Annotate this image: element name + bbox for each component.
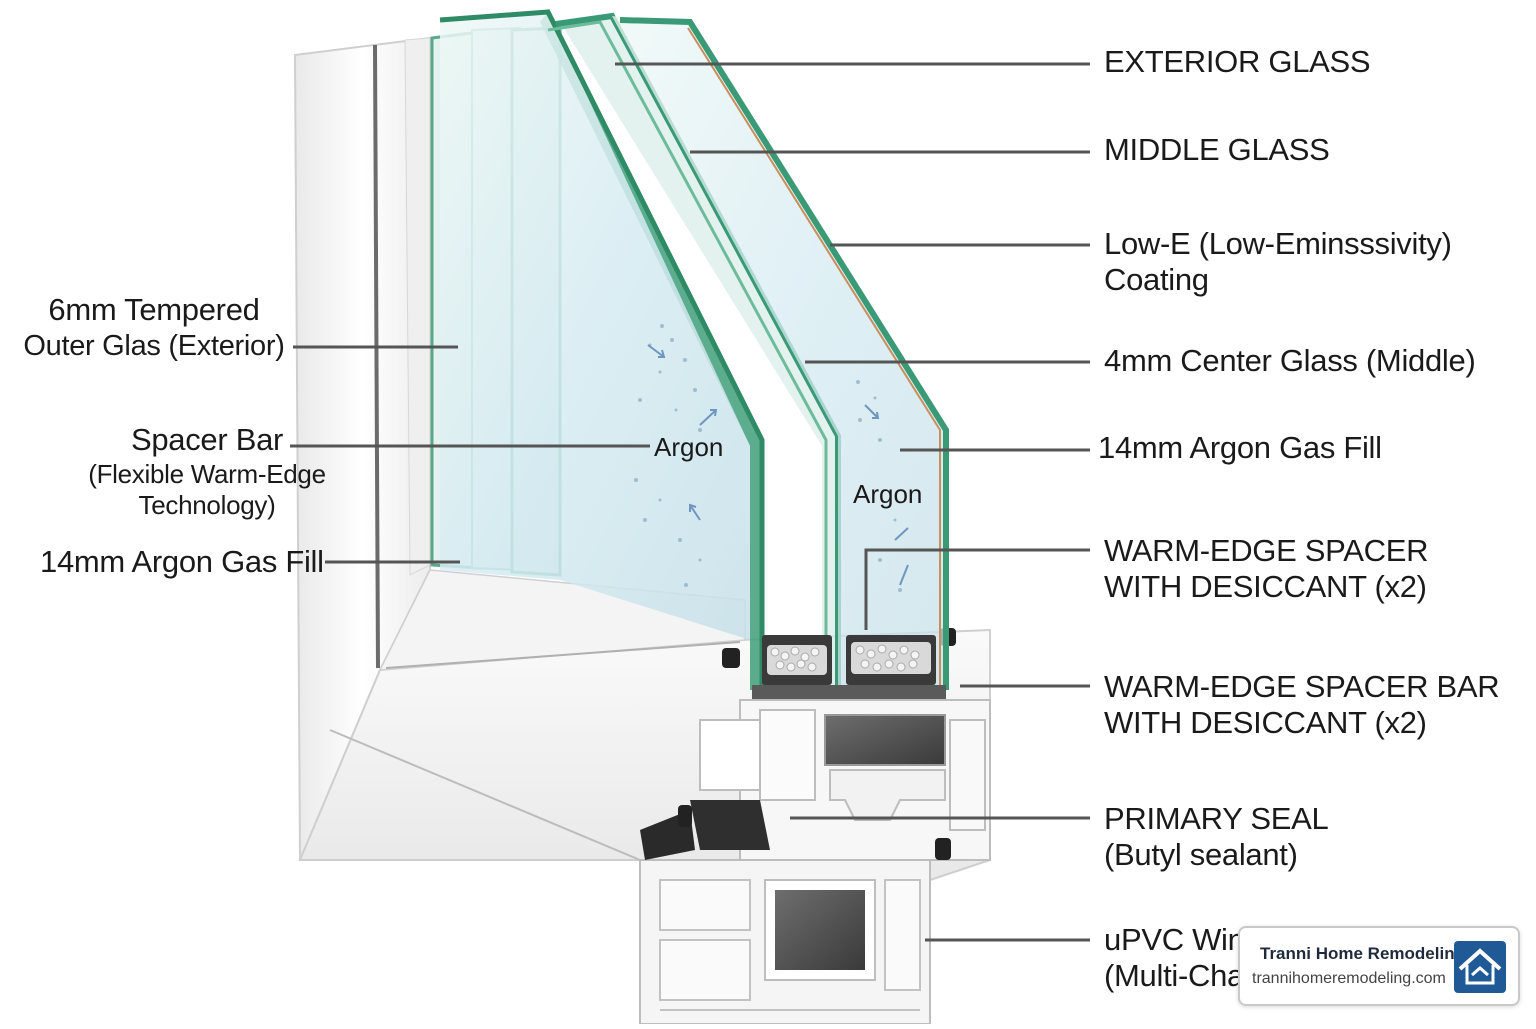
multi-chamber-profile (639, 628, 991, 1025)
label-center-glass: 4mm Center Glass (Middle) (1104, 343, 1476, 378)
label-argon-fill-left: 14mm Argon Gas Fill (40, 544, 324, 579)
label-argon-fill-right: 14mm Argon Gas Fill (1098, 430, 1382, 465)
label-upvc-frame: uPVC Win (Multi-Cha (1104, 922, 1245, 993)
brand-badge: Tranni Home Remodeling trannihomeremodel… (1238, 926, 1520, 1006)
label-spacer-bar: Spacer Bar (Flexible Warm-Edge Technolog… (88, 422, 326, 520)
inner-glass-pane (612, 16, 949, 690)
brand-url: trannihomeremodeling.com (1252, 970, 1446, 987)
leader-lines (290, 62, 1090, 942)
label-exterior-glass: EXTERIOR GLASS (1104, 44, 1371, 79)
label-middle-glass: MIDDLE GLASS (1104, 132, 1330, 167)
label-low-e-coating: Low-E (Low-Eminsssivity) Coating (1104, 226, 1452, 297)
argon-label-inner: Argon (853, 479, 923, 509)
argon-bubbles (634, 324, 902, 592)
label-warm-edge-spacer-bar: WARM-EDGE SPACER BAR WITH DESICCANT (x2) (1104, 669, 1500, 740)
desiccant-spacers (752, 635, 946, 699)
gas-flow-arrows (647, 344, 909, 586)
brand-name: Tranni Home Remodeling (1260, 944, 1465, 963)
label-primary-seal: PRIMARY SEAL (Butyl sealant) (1104, 801, 1329, 872)
house-icon (1454, 941, 1506, 993)
exterior-glass-pane (439, 9, 765, 690)
label-outer-glass: 6mm Tempered Outer Glas (Exterior) (23, 292, 285, 362)
argon-label-outer: Argon (654, 432, 724, 462)
label-warm-edge-spacer: WARM-EDGE SPACER WITH DESICCANT (x2) (1104, 533, 1429, 604)
